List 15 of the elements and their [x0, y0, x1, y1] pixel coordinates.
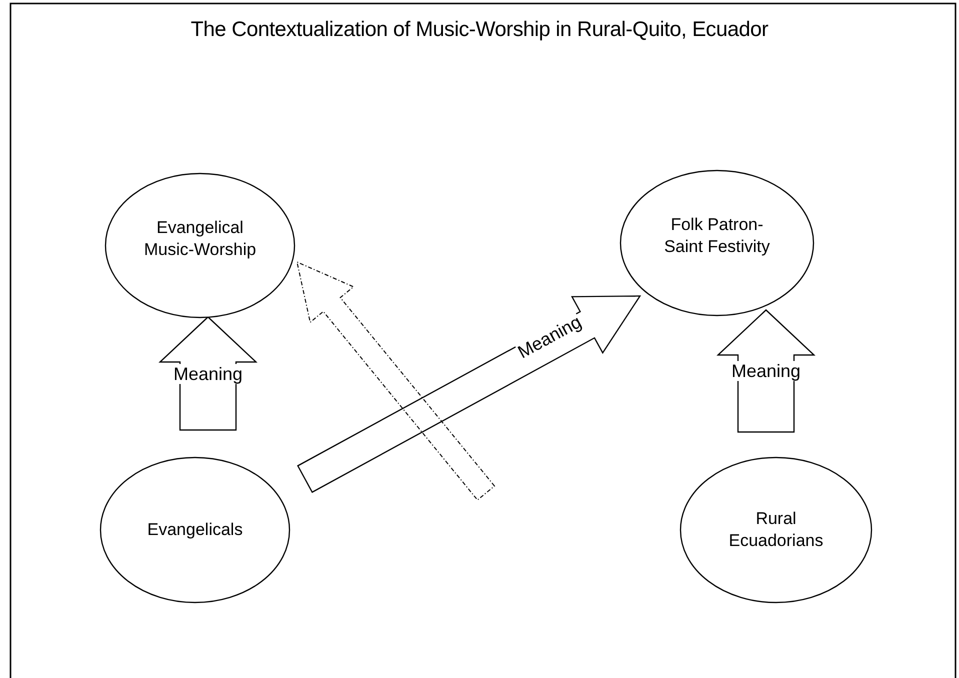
edge-label: Meaning	[174, 364, 243, 384]
ellipse-node	[100, 457, 290, 603]
block-arrow	[296, 261, 496, 501]
edge-label: Meaning	[732, 361, 801, 381]
block-arrow	[716, 309, 816, 433]
block-arrow	[296, 295, 642, 494]
node-label: Folk Patron-Saint Festivity	[663, 214, 771, 258]
ellipse-node	[620, 170, 814, 316]
ellipse-node	[680, 457, 872, 603]
block-arrow	[158, 316, 258, 431]
diagram-title: The Contextualization of Music-Worship in Rural-Quito, Ecuador	[190, 18, 770, 42]
node-label: Evangelical Music-Worship	[142, 216, 258, 260]
ellipse-node	[105, 173, 295, 318]
node-label: Evangelicals	[146, 519, 244, 541]
node-label: Rural Ecuadorians	[728, 508, 824, 552]
